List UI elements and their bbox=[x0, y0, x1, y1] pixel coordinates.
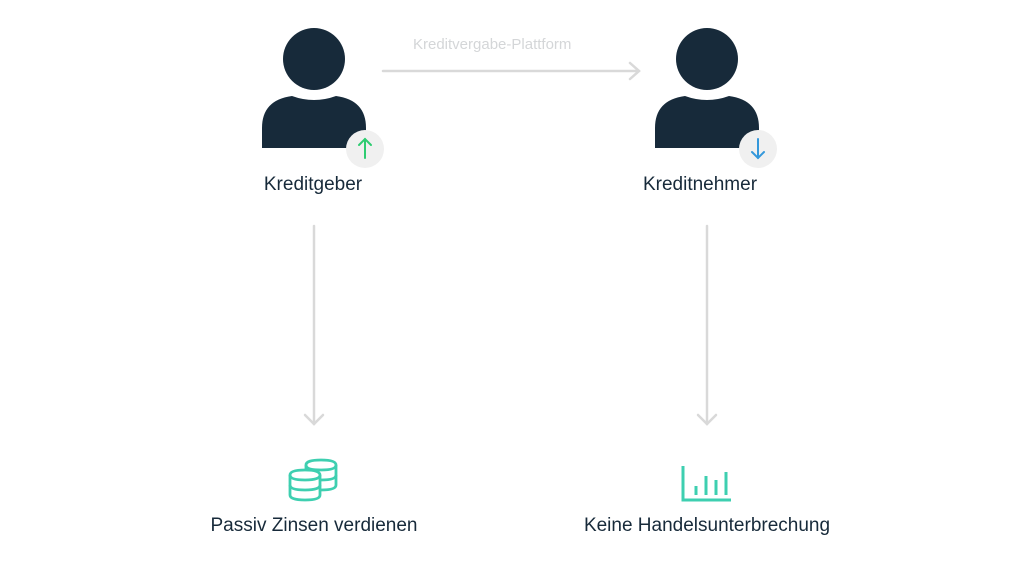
lender-down-arrow-icon bbox=[303, 224, 325, 426]
borrower-outcome-label: Keine Handelsunterbrechung bbox=[583, 515, 831, 536]
arrow-up-icon bbox=[358, 137, 372, 159]
arrow-down-icon bbox=[751, 138, 765, 160]
bar-chart-icon bbox=[681, 466, 731, 502]
borrower-down-arrow-icon bbox=[696, 224, 718, 426]
borrower-node bbox=[651, 28, 781, 168]
coins-stack-icon bbox=[288, 458, 338, 502]
arrow-right-icon bbox=[381, 61, 641, 81]
platform-label: Kreditvergabe-Plattform bbox=[413, 36, 572, 53]
user-icon bbox=[262, 28, 384, 168]
user-icon bbox=[655, 28, 777, 168]
lender-node bbox=[258, 28, 388, 168]
borrower-label: Kreditnehmer bbox=[642, 174, 758, 195]
lender-outcome-label: Passiv Zinsen verdienen bbox=[210, 515, 418, 536]
lender-label: Kreditgeber bbox=[263, 174, 363, 195]
